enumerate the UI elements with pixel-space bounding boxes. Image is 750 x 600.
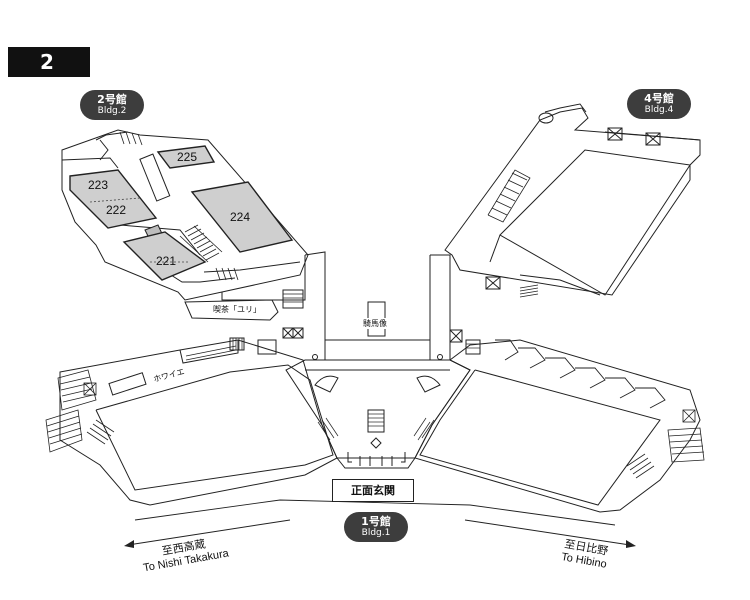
bldg4-stairs bbox=[487, 169, 539, 298]
floor-badge: 2 F bbox=[8, 47, 90, 104]
bldg4-name: 4号館 bbox=[644, 92, 674, 105]
bldg2-outline bbox=[61, 129, 309, 301]
bldg1-left-wing bbox=[59, 339, 338, 506]
statue-label: 騎馬像 bbox=[363, 318, 387, 329]
room-223-label[interactable]: 223 bbox=[88, 178, 109, 192]
bldg4-sub: Bldg.4 bbox=[644, 105, 674, 115]
floor-label: 2 F bbox=[35, 50, 68, 104]
bldg4-outline bbox=[444, 107, 701, 296]
bldg1-badge: 1号館 Bldg.1 bbox=[344, 512, 408, 542]
room-222-label[interactable]: 222 bbox=[106, 203, 127, 217]
bldg2-stairs bbox=[179, 224, 223, 263]
bldg2-badge: 2号館 Bldg.2 bbox=[80, 90, 144, 120]
main-entrance: 正面玄関 bbox=[332, 479, 414, 502]
room-225 bbox=[156, 145, 216, 169]
room-225-label[interactable]: 225 bbox=[177, 150, 198, 164]
bldg1-right-wing bbox=[414, 339, 701, 513]
cafe-box bbox=[184, 299, 279, 321]
bldg1-left-stairs bbox=[45, 369, 115, 453]
room-221-label[interactable]: 221 bbox=[156, 254, 177, 268]
bldg2-name: 2号館 bbox=[97, 93, 127, 106]
bldg2-sub: Bldg.2 bbox=[97, 106, 127, 116]
room-224 bbox=[190, 181, 294, 253]
main-entrance-label: 正面玄関 bbox=[351, 484, 395, 497]
room-223-222 bbox=[69, 169, 158, 229]
room-221 bbox=[122, 231, 207, 281]
bldg1-right-stairs bbox=[626, 409, 705, 479]
bldg1-sub: Bldg.1 bbox=[361, 528, 391, 538]
bldg4-badge: 4号館 Bldg.4 bbox=[627, 89, 691, 119]
room-224-label[interactable]: 224 bbox=[230, 210, 251, 224]
cafe-label: 喫茶「ユリ」 bbox=[213, 305, 261, 314]
bldg1-name: 1号館 bbox=[361, 515, 391, 528]
